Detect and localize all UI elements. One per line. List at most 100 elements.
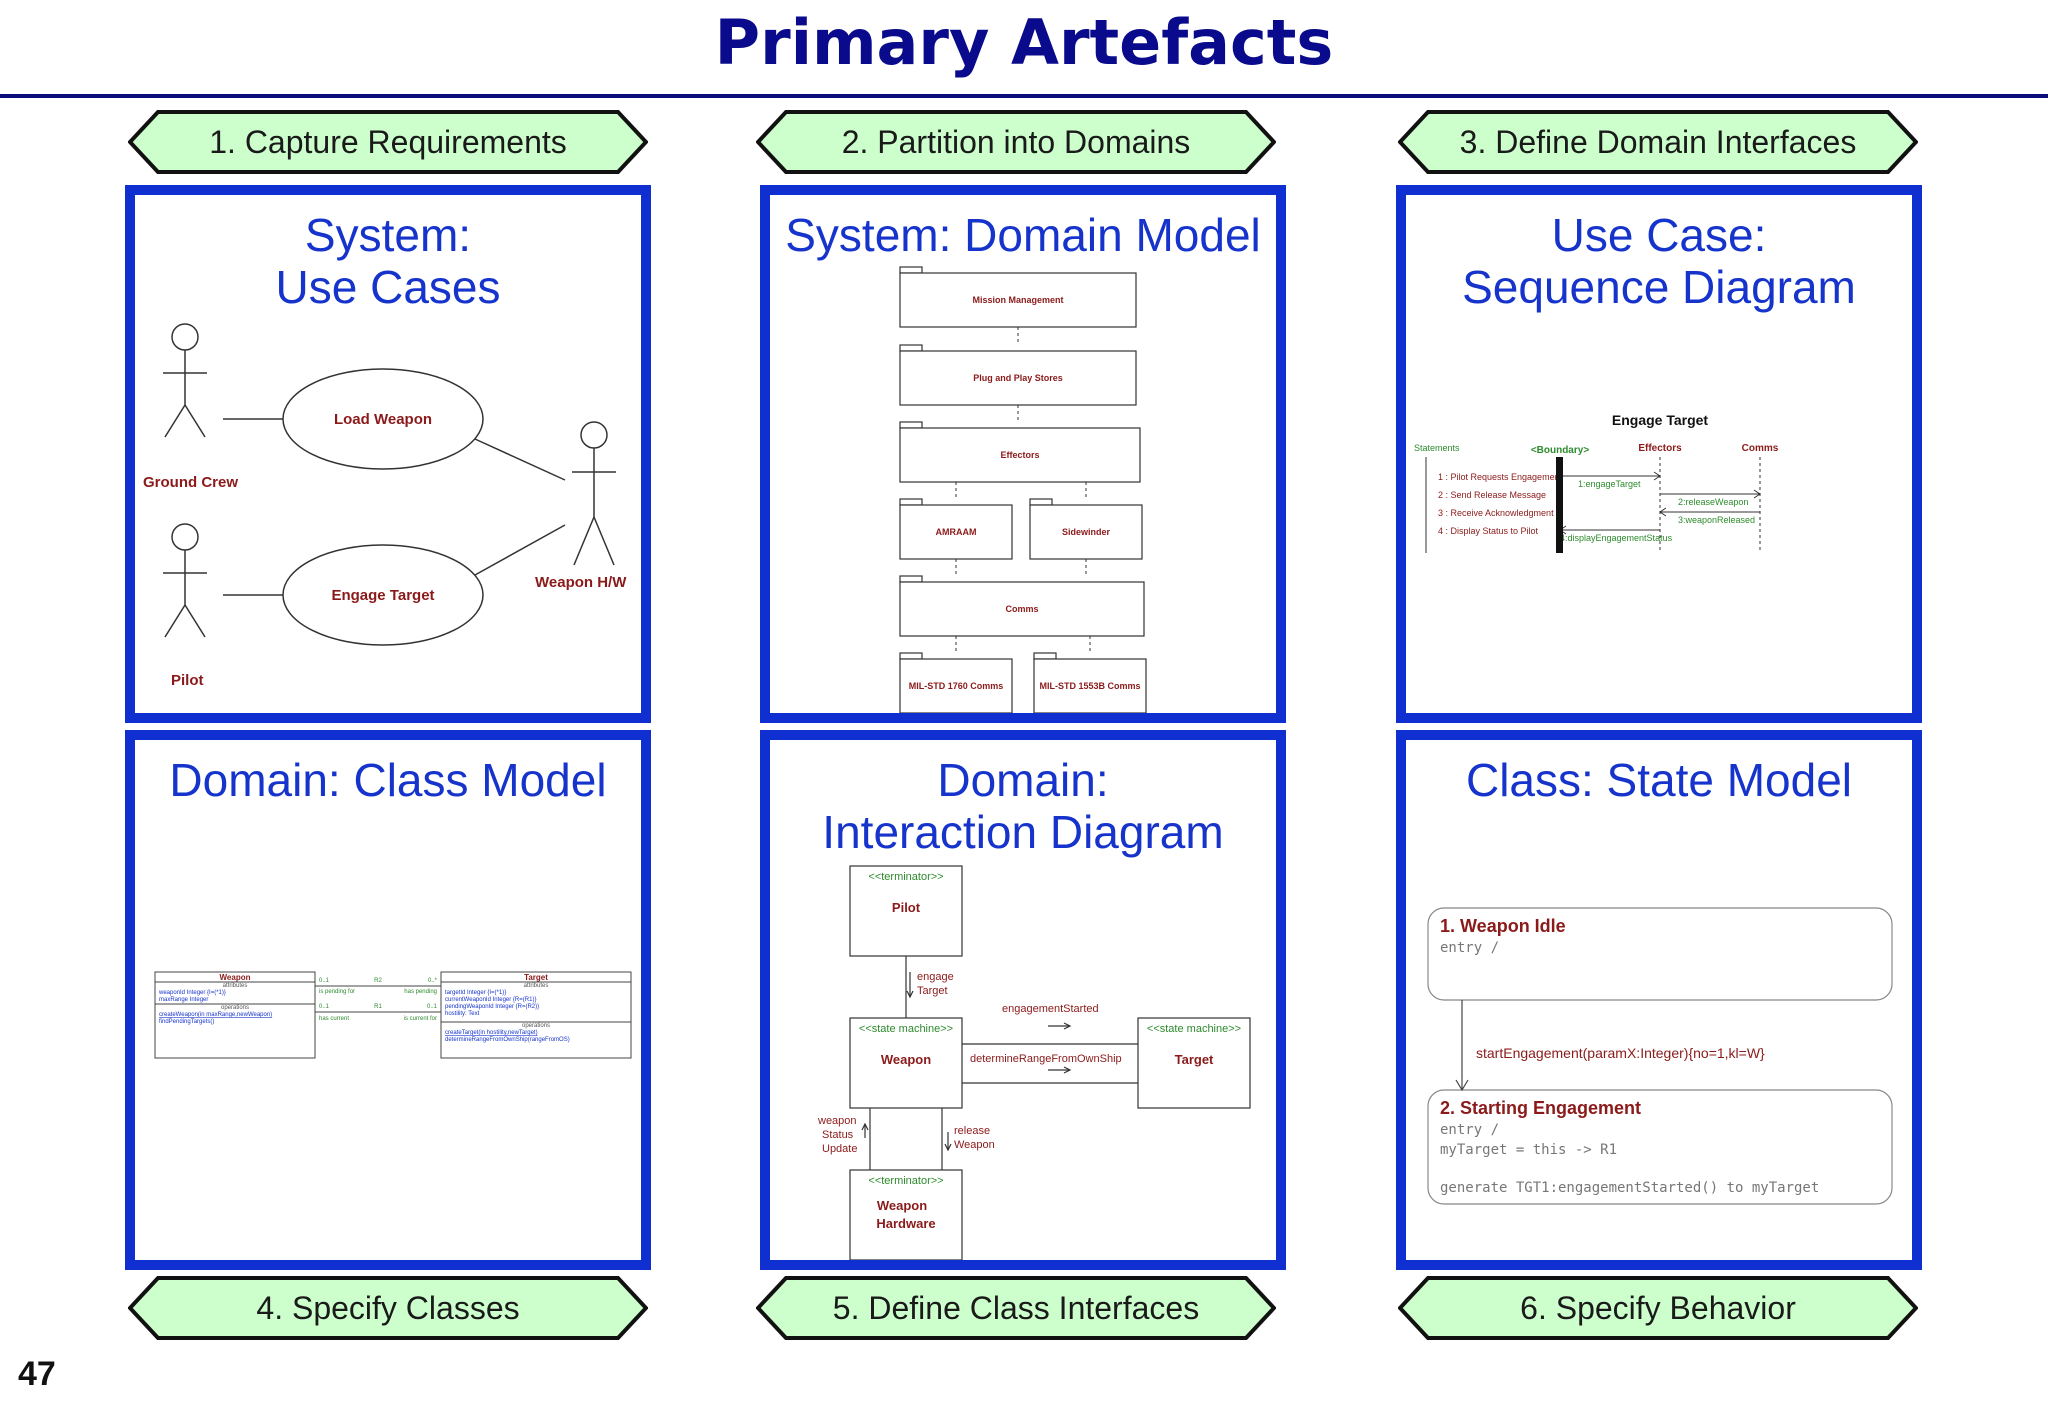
class-attribute: pendingWeaponId Integer {R=(R2)} xyxy=(445,1004,539,1010)
message-release-weapon: 2:releaseWeapon xyxy=(1678,497,1748,507)
actor-figure-pilot xyxy=(163,523,207,638)
name-hardware-2: Hardware xyxy=(876,1216,935,1231)
name-weapon: Weapon xyxy=(881,1052,931,1067)
package-comms xyxy=(899,575,1145,637)
banner-arrow-shape xyxy=(1398,110,1918,174)
stereotype-target: <<state machine>> xyxy=(1147,1023,1241,1035)
step-banner-3: 3. Define Domain Interfaces xyxy=(1398,110,1918,174)
step-label: 3. Define Domain Interfaces xyxy=(1459,123,1857,160)
state-diagram: 1. Weapon Idle entry / startEngagement(p… xyxy=(1427,907,1893,1205)
panel-class-model: Domain: Class Model Weapon attributes we… xyxy=(125,730,651,1270)
state2-name: 2. Starting Engagement xyxy=(1440,1098,1641,1118)
class-name-weapon: Weapon xyxy=(220,973,251,982)
banner-arrow-shape xyxy=(128,1276,648,1340)
banner-arrow-shape xyxy=(756,1276,1276,1340)
package-amraam xyxy=(899,498,1013,560)
assoc-mult: 0..1 xyxy=(319,978,330,984)
msg-release-2: Weapon xyxy=(954,1139,995,1151)
assoc-role: has pending xyxy=(404,989,437,995)
page-title: Primary Artefacts xyxy=(714,6,1334,79)
step-banner-1: 1. Capture Requirements xyxy=(128,110,648,174)
msg-engage-1: engage xyxy=(917,971,954,983)
name-hardware-1: Weapon xyxy=(877,1198,927,1213)
panel-title-line1: Domain: xyxy=(937,754,1109,806)
boundary-activation-bar xyxy=(1556,457,1563,553)
panel-title-line2: Use Cases xyxy=(275,261,501,313)
panel-title-line2: Interaction Diagram xyxy=(822,806,1224,858)
panel-title: Domain: Class Model xyxy=(169,754,607,806)
step-label: 6. Specify Behavior xyxy=(1520,1289,1796,1326)
class-operation: determineRangeFromOwnShip(rangeFromOS) xyxy=(445,1037,570,1043)
class-diagram: Weapon attributes weaponId Integer {I=(*… xyxy=(154,971,632,1059)
lifeline-label-boundary: <Boundary> xyxy=(1531,445,1590,456)
assoc-role: is pending for xyxy=(319,989,355,995)
class-attribute: maxRange Integer xyxy=(159,997,208,1003)
stereotype-hardware: <<terminator>> xyxy=(868,1175,943,1187)
package-label: Sidewinder xyxy=(1062,527,1111,537)
use-case-engage-target: Engage Target xyxy=(331,587,434,604)
panel-interaction-diagram: Domain: Interaction Diagram <<terminator… xyxy=(760,730,1286,1270)
stereotype-weapon: <<state machine>> xyxy=(859,1023,953,1035)
class-op-header: operations xyxy=(221,1005,249,1011)
banner-arrow-shape xyxy=(1398,1276,1918,1340)
message-weapon-released: 3:weaponReleased xyxy=(1678,515,1755,525)
class-operation: findPendingTargets() xyxy=(159,1019,214,1025)
assoc-mult: 0..1 xyxy=(427,1004,438,1010)
name-target: Target xyxy=(1175,1052,1214,1067)
actor-figure-weapon-hw xyxy=(572,421,616,566)
box-pilot xyxy=(849,865,963,957)
banner-arrow-shape xyxy=(128,110,648,174)
msg-engage-2: Target xyxy=(917,985,948,997)
statements-label: Statements xyxy=(1414,443,1460,453)
class-box-weapon xyxy=(154,971,316,1059)
actor-label-weapon-hw: Weapon H/W xyxy=(535,574,627,591)
step-banner-2: 2. Partition into Domains xyxy=(756,110,1276,174)
package-1760 xyxy=(899,652,1013,713)
package-effectors xyxy=(899,421,1141,483)
state1-entry: entry / xyxy=(1440,940,1499,956)
panel-sequence-diagram: Use Case: Sequence Diagram Engage Target… xyxy=(1396,185,1922,723)
use-case-diagram: Ground Crew Pilot Weapon H/W Load Weapon… xyxy=(143,323,627,689)
package-label: MIL-STD 1760 Comms xyxy=(909,681,1004,691)
package-dependencies xyxy=(955,327,1091,653)
state2-action-2: generate TGT1:engagementStarted() to myT… xyxy=(1440,1180,1819,1196)
message-engage-target: 1:engageTarget xyxy=(1578,479,1641,489)
panel-domain-model: System: Domain Model Mission Management … xyxy=(760,185,1286,723)
panel-title-line1: System: xyxy=(304,209,472,261)
package-plug-and-play xyxy=(899,344,1137,406)
msg-status-1: weapon xyxy=(817,1115,857,1127)
lifeline-label-effectors: Effectors xyxy=(1638,443,1682,454)
panel-title: System: Domain Model xyxy=(785,209,1261,261)
class-box-target xyxy=(440,971,632,1059)
class-attribute: targetId Integer {I=(*1)} xyxy=(445,990,506,996)
package-label: Mission Management xyxy=(972,295,1063,305)
state-starting-engagement xyxy=(1427,1089,1893,1205)
step-label: 4. Specify Classes xyxy=(256,1289,520,1326)
state2-entry: entry / xyxy=(1440,1122,1499,1138)
package-sidewinder xyxy=(1029,498,1143,560)
panel-title-line2: Sequence Diagram xyxy=(1462,261,1856,313)
interaction-diagram: <<terminator>> Pilot <<state machine>> W… xyxy=(817,865,1251,1260)
class-attribute: currentWeaponId Integer {R=(R1)} xyxy=(445,997,536,1003)
assoc-name: R1 xyxy=(374,1004,382,1010)
step-label: 1. Capture Requirements xyxy=(209,123,567,160)
statement-1: 1 : Pilot Requests Engagement xyxy=(1438,472,1563,482)
panel-use-cases: System: Use Cases xyxy=(125,185,651,723)
transition-label: startEngagement(paramX:Integer){no=1,kl=… xyxy=(1476,1045,1765,1061)
msg-status-2: Status xyxy=(822,1129,854,1141)
package-1553b xyxy=(1033,652,1147,713)
sequence-diagram: Engage Target Statements <Boundary> Effe… xyxy=(1414,412,1779,553)
assoc-role: has current xyxy=(319,1016,349,1022)
package-label: AMRAAM xyxy=(936,527,977,537)
assoc-role: is current for xyxy=(404,1016,437,1022)
step-label: 5. Define Class Interfaces xyxy=(832,1289,1200,1326)
class-name-target: Target xyxy=(524,973,548,982)
msg-determine-range: determineRangeFromOwnShip xyxy=(970,1053,1122,1065)
class-attribute: hostility: Text xyxy=(445,1011,480,1017)
stereotype-pilot: <<terminator>> xyxy=(868,871,943,883)
class-op-header: operations xyxy=(522,1023,550,1029)
state-weapon-idle xyxy=(1427,907,1893,1001)
class-attr-header: attributes xyxy=(524,983,549,989)
class-operation: createWeapon(in maxRange,newWeapon) xyxy=(159,1012,272,1018)
step-banner-5: 5. Define Class Interfaces xyxy=(756,1276,1276,1340)
